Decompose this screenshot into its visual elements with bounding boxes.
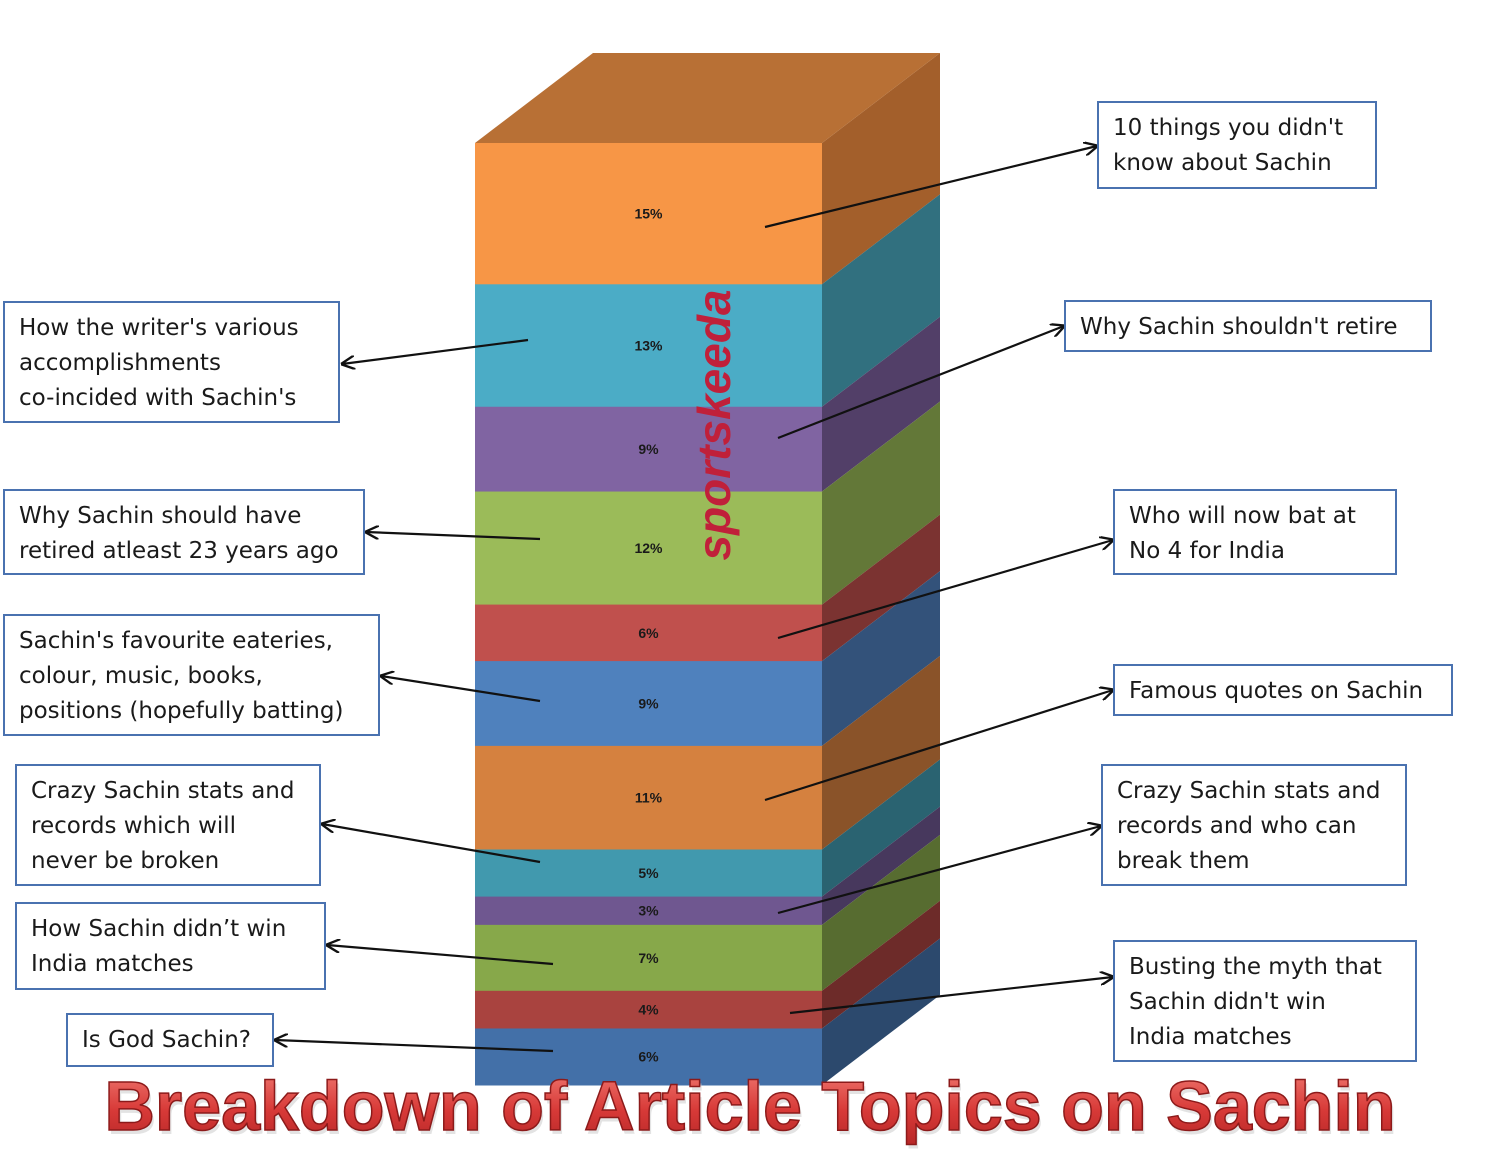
segment-2-value-label: 13%	[634, 338, 663, 354]
column-top	[475, 53, 940, 143]
callout-7: Famous quotes on Sachin	[1113, 664, 1453, 716]
callout-12: Is God Sachin?	[66, 1013, 274, 1067]
sportskeeda-watermark: sportskeeda	[688, 289, 740, 560]
segment-9-front	[475, 896, 822, 926]
callout-arrow-1	[764, 146, 1097, 229]
callout-arrow-6	[381, 676, 541, 703]
callout-2: How the writer's various accomplishments…	[3, 301, 340, 423]
segment-6-value-label: 9%	[638, 695, 659, 711]
segment-10-side	[822, 834, 940, 991]
segment-11-side	[822, 900, 940, 1029]
segment-4-value-label: 12%	[634, 540, 663, 556]
callout-1: 10 things you didn't know about Sachin	[1097, 101, 1377, 189]
callout-9: Crazy Sachin stats and records and who c…	[1101, 764, 1407, 886]
callout-arrow-8	[322, 824, 541, 864]
segment-9-value-label: 3%	[638, 903, 659, 919]
segment-3-value-label: 9%	[638, 441, 659, 457]
callout-arrows	[275, 146, 1113, 1053]
callout-arrow-5	[777, 540, 1113, 640]
callout-arrow-9	[777, 826, 1101, 915]
segment-11-value-label: 4%	[638, 1002, 659, 1018]
segment-2-front	[475, 284, 822, 408]
segment-3-front	[475, 406, 822, 493]
column-top-face	[475, 53, 940, 143]
callout-arrow-10	[327, 945, 554, 966]
segment-6-side	[822, 571, 940, 746]
segment-4-front	[475, 491, 822, 606]
callout-3: Why Sachin shouldn't retire	[1064, 300, 1432, 352]
chart-title-shadow: Breakdown of Article Topics on Sachin	[106, 1071, 1397, 1149]
segment-8-side	[822, 759, 940, 897]
segment-1-value-label: 15%	[634, 206, 663, 222]
segment-7-side	[822, 655, 940, 850]
callout-arrow-3	[777, 326, 1064, 440]
segment-10-value-label: 7%	[638, 950, 659, 966]
callout-4: Why Sachin should have retired atleast 2…	[3, 489, 365, 575]
column-side-faces	[822, 53, 940, 1085]
segment-4-side	[822, 401, 940, 605]
segment-5-front	[475, 604, 822, 662]
callout-6: Sachin's favourite eateries, colour, mus…	[3, 614, 380, 736]
segment-6-front	[475, 661, 822, 747]
sportskeeda-logo-text: sportskeeda	[688, 289, 740, 560]
segment-5-value-label: 6%	[638, 625, 659, 641]
column-front-faces	[475, 143, 822, 1086]
callout-arrow-2	[342, 338, 529, 364]
callout-arrow-7	[764, 690, 1113, 802]
callout-arrow-4	[366, 532, 541, 541]
segment-3-side	[822, 316, 940, 492]
callout-8: Crazy Sachin stats and records which wil…	[15, 764, 321, 886]
segment-9-side	[822, 806, 940, 925]
segment-8-value-label: 5%	[638, 865, 659, 881]
chart-title-text: Breakdown of Article Topics on Sachin	[104, 1067, 1395, 1145]
segment-1-front	[475, 143, 822, 285]
callout-10: How Sachin didn’t win India matches	[15, 902, 326, 990]
callout-arrow-11	[789, 977, 1113, 1015]
callout-arrow-12	[275, 1040, 554, 1053]
callout-11: Busting the myth that Sachin didn't win …	[1113, 940, 1417, 1062]
segment-5-side	[822, 514, 940, 662]
segment-1-side	[822, 53, 940, 285]
segment-12-side	[822, 938, 940, 1085]
segment-2-side	[822, 194, 940, 407]
segment-12-front	[475, 1028, 822, 1086]
segment-8-front	[475, 849, 822, 898]
segment-7-front	[475, 745, 822, 850]
segment-7-value-label: 11%	[635, 790, 663, 806]
segment-11-front	[475, 990, 822, 1029]
chart-title: Breakdown of Article Topics on Sachin Br…	[104, 1066, 1398, 1149]
callout-5: Who will now bat at No 4 for India	[1113, 489, 1397, 575]
segment-12-value-label: 6%	[638, 1049, 659, 1065]
segment-10-front	[475, 924, 822, 992]
segment-value-labels: 15% 13% 9% 12% 6% 9% 11% 5% 3% 7% 4% 6%	[634, 206, 663, 1065]
